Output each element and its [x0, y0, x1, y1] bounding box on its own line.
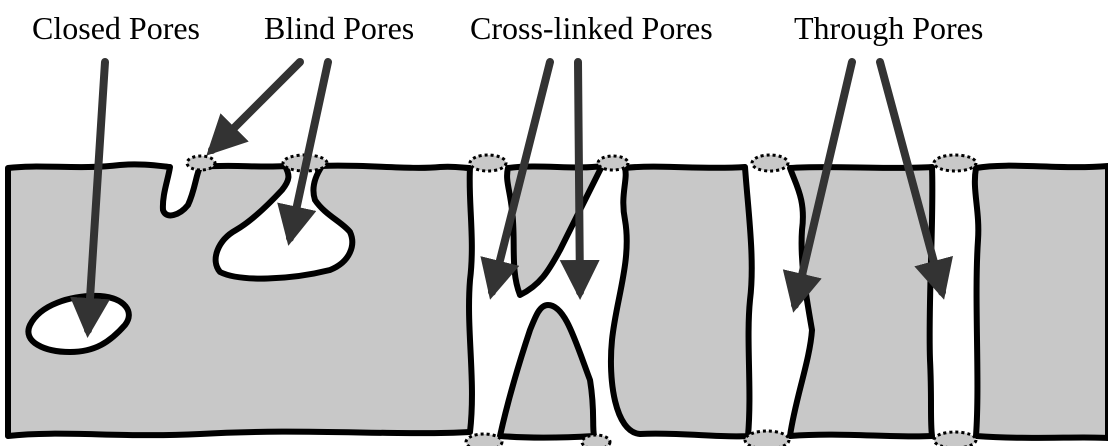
matrix-block-lower-island	[500, 305, 594, 438]
matrix-block-4	[975, 166, 1108, 438]
pore-opening-through-top-2	[934, 155, 976, 171]
pore-opening-through-bottom-2	[934, 432, 976, 446]
matrix-block-2	[611, 167, 752, 437]
arrow-cross-pore-2	[578, 62, 580, 292]
pore-opening-blind-1	[187, 156, 215, 170]
matrix-block-3	[790, 167, 932, 436]
pore-opening-through-bottom-1	[745, 431, 789, 446]
pore-opening-through-top-1	[752, 155, 788, 171]
pore-opening-cross-bottom-1	[466, 434, 502, 446]
material-matrix	[8, 164, 1108, 438]
pore-opening-cross-top-2	[598, 156, 628, 170]
arrow-blind-pore-1	[212, 62, 300, 150]
pore-opening-cross-top-1	[470, 155, 506, 171]
